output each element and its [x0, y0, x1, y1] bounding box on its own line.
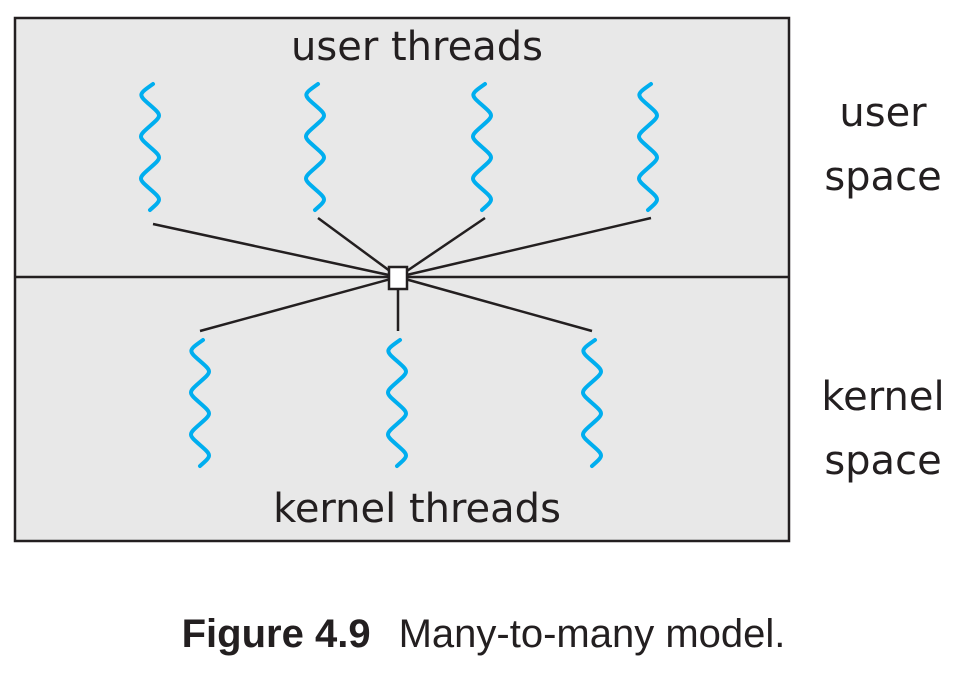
- user-space-label-line1: user: [839, 90, 927, 136]
- user-space-label-line2: space: [824, 154, 941, 200]
- user-connector-2: [317, 216, 399, 279]
- many-to-many-diagram: user threads kernel threads user space k…: [13, 16, 945, 543]
- figure-title: Many-to-many model.: [398, 612, 786, 656]
- kernel-connector-3: [397, 275, 593, 333]
- kernel-thread-1-icon: [189, 338, 211, 468]
- figure-caption: Figure 4.9 Many-to-many model.: [0, 612, 967, 657]
- kernel-thread-2-icon: [386, 338, 408, 468]
- user-thread-2-icon: [304, 82, 326, 212]
- user-connector-3: [397, 216, 486, 279]
- multiplexer-node: [387, 265, 409, 291]
- user-thread-1-icon: [139, 82, 161, 212]
- kernel-connector-1: [199, 275, 399, 333]
- figure-number: Figure 4.9: [181, 612, 371, 656]
- user-threads-label: user threads: [291, 24, 543, 70]
- user-connector-1: [152, 222, 399, 279]
- kernel-space-label-line1: kernel: [821, 374, 944, 420]
- connectors: [152, 216, 652, 333]
- user-connector-4: [397, 216, 652, 279]
- kernel-space-label-line2: space: [824, 438, 941, 484]
- kernel-thread-3-icon: [581, 338, 603, 468]
- user-thread-3-icon: [471, 82, 493, 212]
- kernel-threads-label: kernel threads: [273, 486, 561, 532]
- user-thread-4-icon: [637, 82, 659, 212]
- threads: [139, 82, 659, 468]
